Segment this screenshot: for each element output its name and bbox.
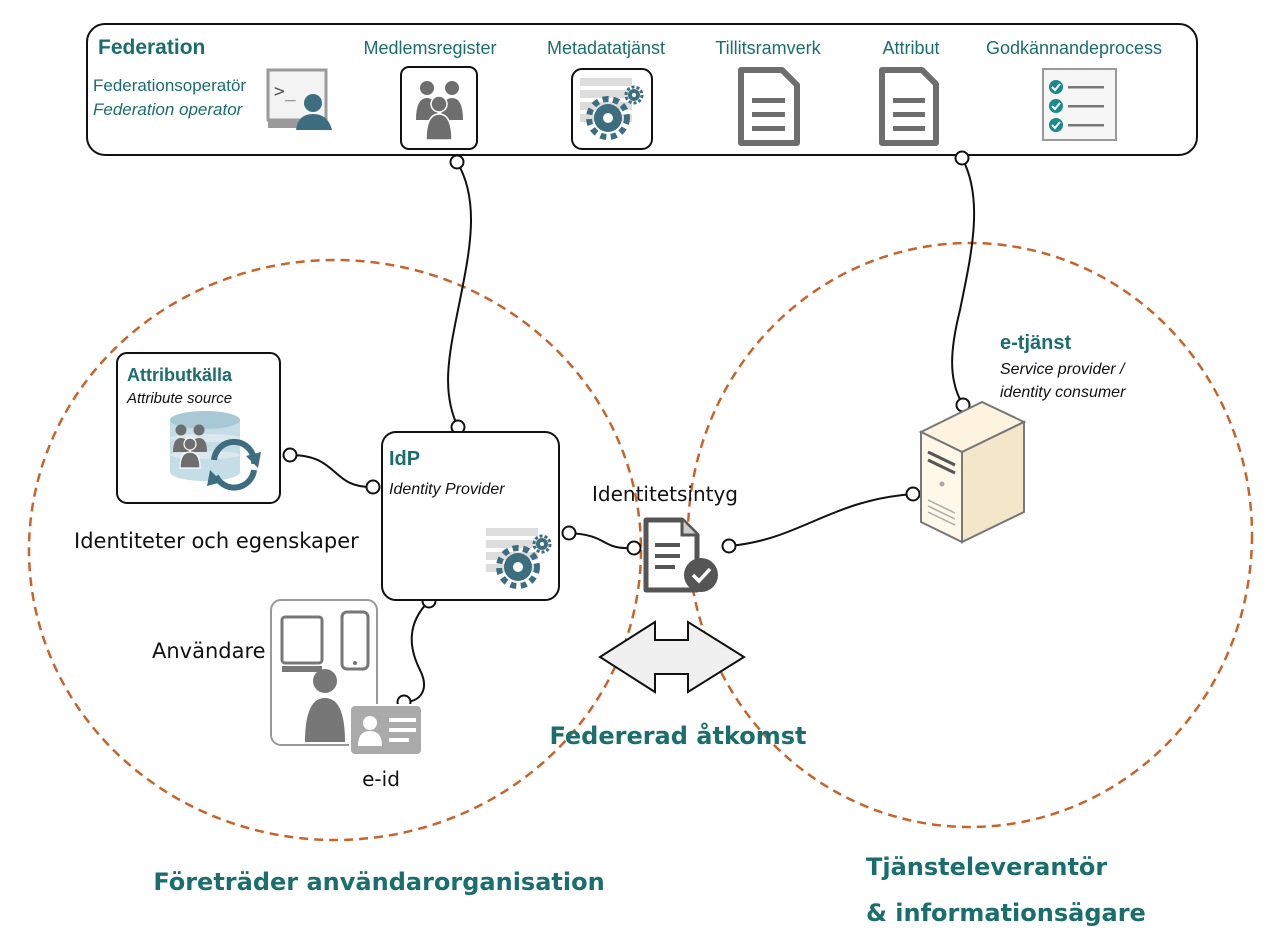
component-label-metadatatjanst: Metadatatjänst	[547, 38, 665, 58]
gear-list-icon	[571, 68, 653, 150]
document-icon	[879, 67, 939, 146]
eservice-subtitle-line2: identity consumer	[1000, 384, 1126, 401]
attribute-source-title: Attributkälla	[127, 365, 233, 385]
terminal-operator-icon: >_	[266, 68, 332, 130]
federation-operator-sv: Federationsoperatör	[93, 76, 246, 95]
assertion-label: Identitetsintyg	[592, 482, 738, 506]
document-icon	[738, 67, 800, 146]
eid-label: e-id	[362, 767, 400, 791]
connector-idp-eid	[403, 600, 430, 703]
component-label-attribut: Attribut	[882, 38, 939, 58]
idp-title: IdP	[389, 448, 420, 470]
user-label: Användare	[152, 639, 266, 663]
connector-assertion-eservice	[728, 493, 914, 547]
federated-access-label: Federerad åtkomst	[549, 721, 806, 750]
document-check-icon	[643, 517, 718, 593]
connector-attributesource-idp	[289, 454, 374, 489]
database-people-icon	[170, 411, 261, 491]
checklist-icon	[1042, 68, 1117, 141]
left-region-label: Företräder användarorganisation	[153, 868, 604, 896]
federation-operator-en: Federation operator	[93, 100, 244, 119]
connector-idp-assertion	[568, 532, 635, 550]
gear-list-icon	[486, 528, 552, 589]
attribute-source-caption: Identiteter och egenskaper	[74, 529, 359, 553]
component-label-medlemsregister: Medlemsregister	[363, 38, 496, 58]
idp-subtitle: Identity Provider	[389, 481, 505, 498]
people-icon	[400, 66, 478, 150]
svg-text:>_: >_	[274, 81, 296, 102]
double-arrow-icon	[598, 620, 746, 694]
federation-title: Federation	[98, 36, 205, 59]
right-region-label-line1: Tjänsteleverantör	[866, 853, 1107, 881]
attribute-source-subtitle: Attribute source	[126, 390, 232, 407]
connector-medlemsregister-idp	[447, 161, 473, 428]
right-region-label-line2: & informationsägare	[866, 899, 1146, 927]
eservice-title: e-tjänst	[1000, 332, 1071, 354]
component-label-tillitsramverk: Tillitsramverk	[715, 38, 821, 58]
connector-attribut-eservice	[951, 157, 976, 406]
id-card-icon	[349, 704, 423, 756]
eservice-subtitle-line1: Service provider /	[1000, 361, 1126, 378]
server-icon	[918, 400, 1027, 544]
component-label-godkannandeprocess: Godkännandeprocess	[986, 38, 1162, 58]
connector-endpoints	[282, 150, 971, 710]
